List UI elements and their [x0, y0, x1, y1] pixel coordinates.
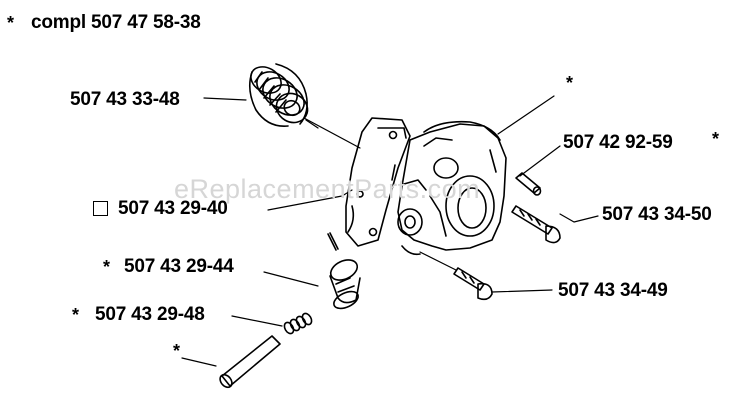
part-marker-box [93, 201, 108, 216]
part-label-small-spring: 507 43 29-48 [95, 304, 205, 325]
callout-asterisk-rod: * [173, 341, 181, 361]
part-label-sleeve: 507 43 29-44 [124, 256, 234, 277]
header-complete-assembly-number: compl 507 47 58-38 [31, 12, 201, 33]
part-label-pin: 507 42 92-59 [563, 132, 673, 153]
gasket-plate-part [345, 117, 411, 247]
part-label-short-screw: 507 43 34-49 [558, 280, 668, 301]
watermark-text: eReplacementParts.com [174, 174, 481, 204]
part-marker-small-spring: * [72, 305, 80, 325]
screw-long-part [511, 205, 561, 244]
rod-part [219, 335, 281, 389]
part-label-long-screw: 507 43 34-50 [602, 204, 712, 225]
part-label-spring: 507 43 33-48 [70, 89, 180, 110]
carburetor-housing-part [397, 120, 507, 256]
leader-lines [181, 95, 599, 367]
part-marker-sleeve: * [103, 257, 111, 277]
header-asterisk: * [7, 13, 15, 33]
part-marker-pin: * [712, 129, 720, 149]
screw-short-part [453, 267, 493, 301]
needle-part [327, 232, 339, 251]
spring-coil-part [248, 63, 309, 127]
nozzle-sleeve-part [329, 259, 361, 310]
callout-asterisk-housing: * [566, 73, 574, 93]
part-label-gasket: 507 43 29-40 [118, 198, 228, 219]
small-spring-part [283, 312, 313, 335]
small-pin-part [515, 172, 542, 196]
